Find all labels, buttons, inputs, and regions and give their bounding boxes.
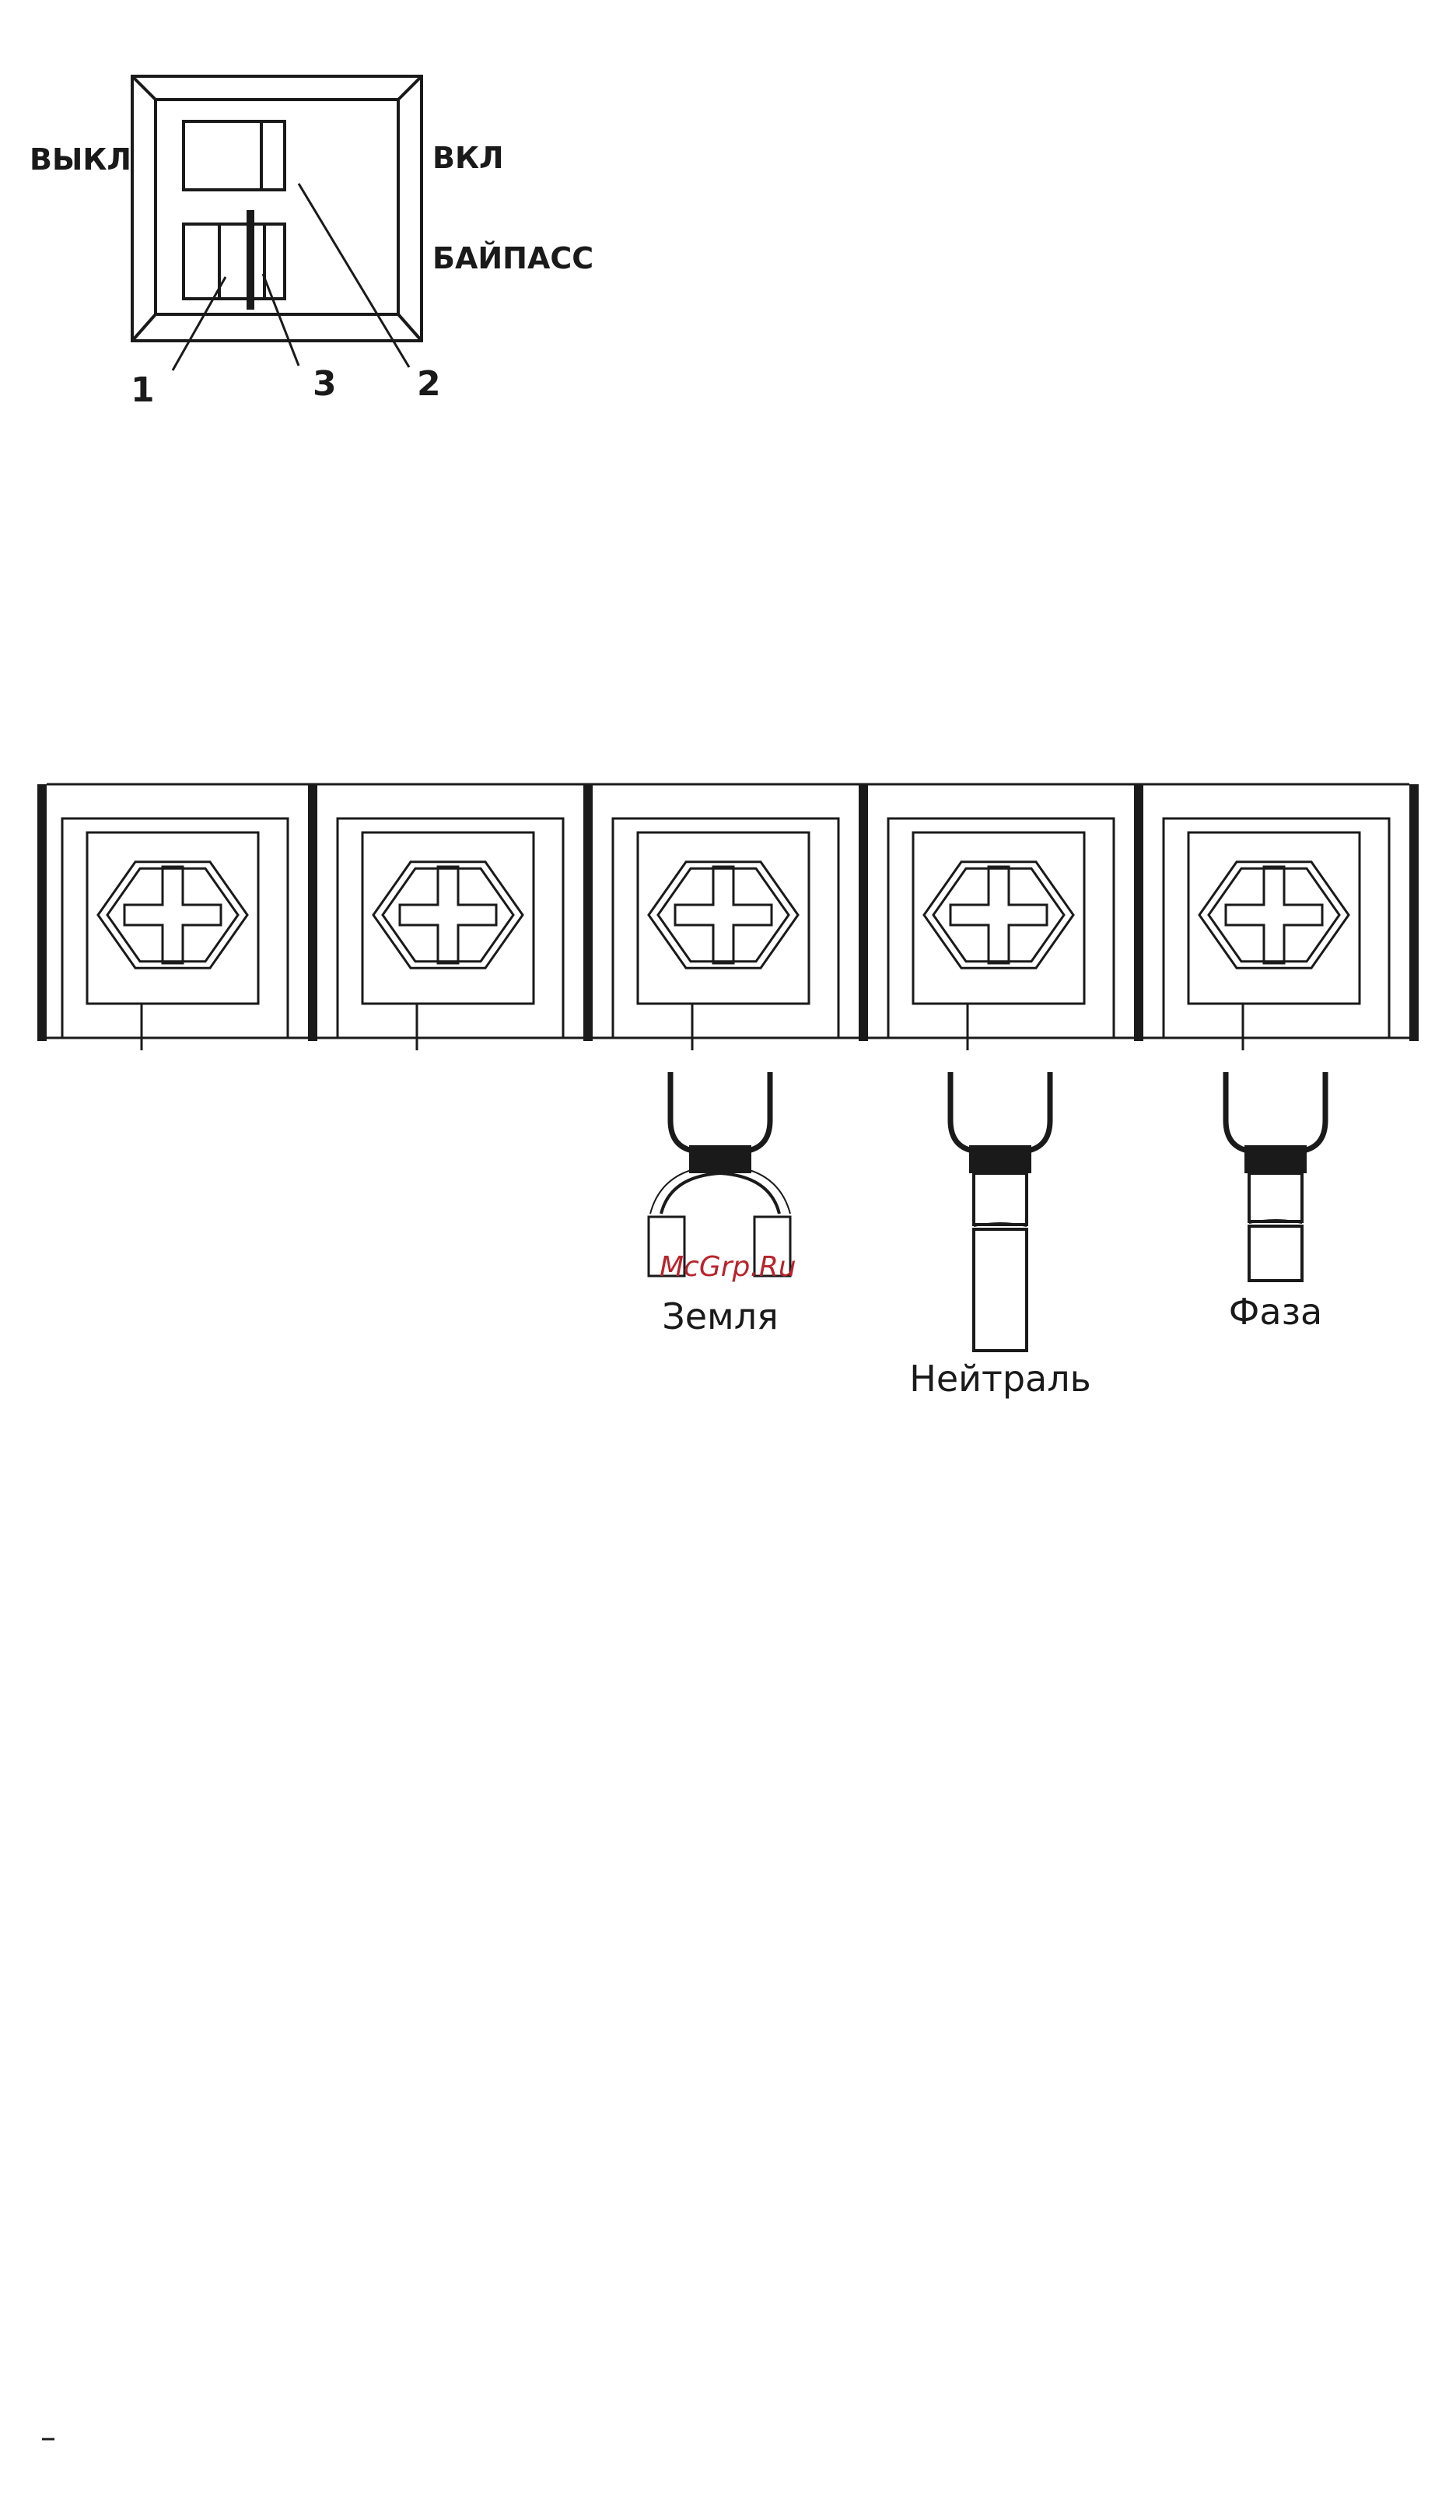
phase-wire: [1226, 1072, 1325, 1281]
screw-cross-icon: [950, 867, 1047, 963]
terminal-1: [62, 818, 288, 1050]
screw-hex-outer: [649, 862, 798, 968]
terminal-clamp-frame: [913, 832, 1084, 1004]
terminal-housing: [888, 818, 1114, 1038]
screw-hex-inner: [933, 868, 1064, 961]
screw-cross-icon: [675, 867, 772, 963]
screw-cross-icon: [400, 867, 496, 963]
terminal-2: [338, 818, 563, 1050]
terminal-clamp-frame: [87, 832, 258, 1004]
terminal-clamp-frame: [638, 832, 809, 1004]
callout-leader-3: [263, 274, 299, 366]
on-rocker-switch: [184, 121, 285, 190]
terminal-clamp-frame: [362, 832, 534, 1004]
switch-diagram: [132, 76, 422, 370]
callout-number-3: 3: [313, 364, 337, 404]
label-off: ВЫКЛ: [30, 142, 131, 177]
terminal-4: [888, 818, 1114, 1050]
terminal-housing: [1164, 818, 1389, 1038]
screw-hex-inner: [1209, 868, 1339, 961]
terminal-3: [613, 818, 838, 1050]
label-on: ВКЛ: [432, 141, 504, 175]
screw-hex-inner: [107, 868, 238, 961]
bypass-rocker-switch: [184, 224, 285, 299]
switch-inner-frame: [156, 100, 398, 314]
screw-cross-icon: [124, 867, 221, 963]
screw-cross-icon: [1226, 867, 1322, 963]
screw-hex-outer: [373, 862, 523, 968]
ground-wire: [649, 1072, 790, 1276]
callout-number-2: 2: [417, 364, 441, 404]
callout-leader-1: [173, 277, 226, 370]
terminal-housing: [338, 818, 563, 1038]
screw-hex-outer: [98, 862, 247, 968]
footer-mark: –: [40, 2420, 56, 2455]
label-neutral: Нейтраль: [909, 1358, 1090, 1400]
terminal-5: [1164, 818, 1389, 1050]
screw-hex-outer: [924, 862, 1073, 968]
label-phase: Фаза: [1229, 1291, 1322, 1333]
neutral-wire: [950, 1072, 1050, 1351]
screw-hex-inner: [658, 868, 789, 961]
terminal-housing: [613, 818, 838, 1038]
switch-outer-frame: [132, 76, 422, 341]
terminal-housing: [62, 818, 288, 1038]
watermark-text: McGrp.Ru: [660, 1251, 796, 1283]
screw-hex-inner: [383, 868, 513, 961]
label-ground: Земля: [662, 1295, 779, 1337]
terminal-clamp-frame: [1188, 832, 1360, 1004]
callout-number-1: 1: [131, 370, 155, 410]
screw-hex-outer: [1199, 862, 1349, 968]
label-bypass: БАЙПАСС: [432, 241, 593, 275]
